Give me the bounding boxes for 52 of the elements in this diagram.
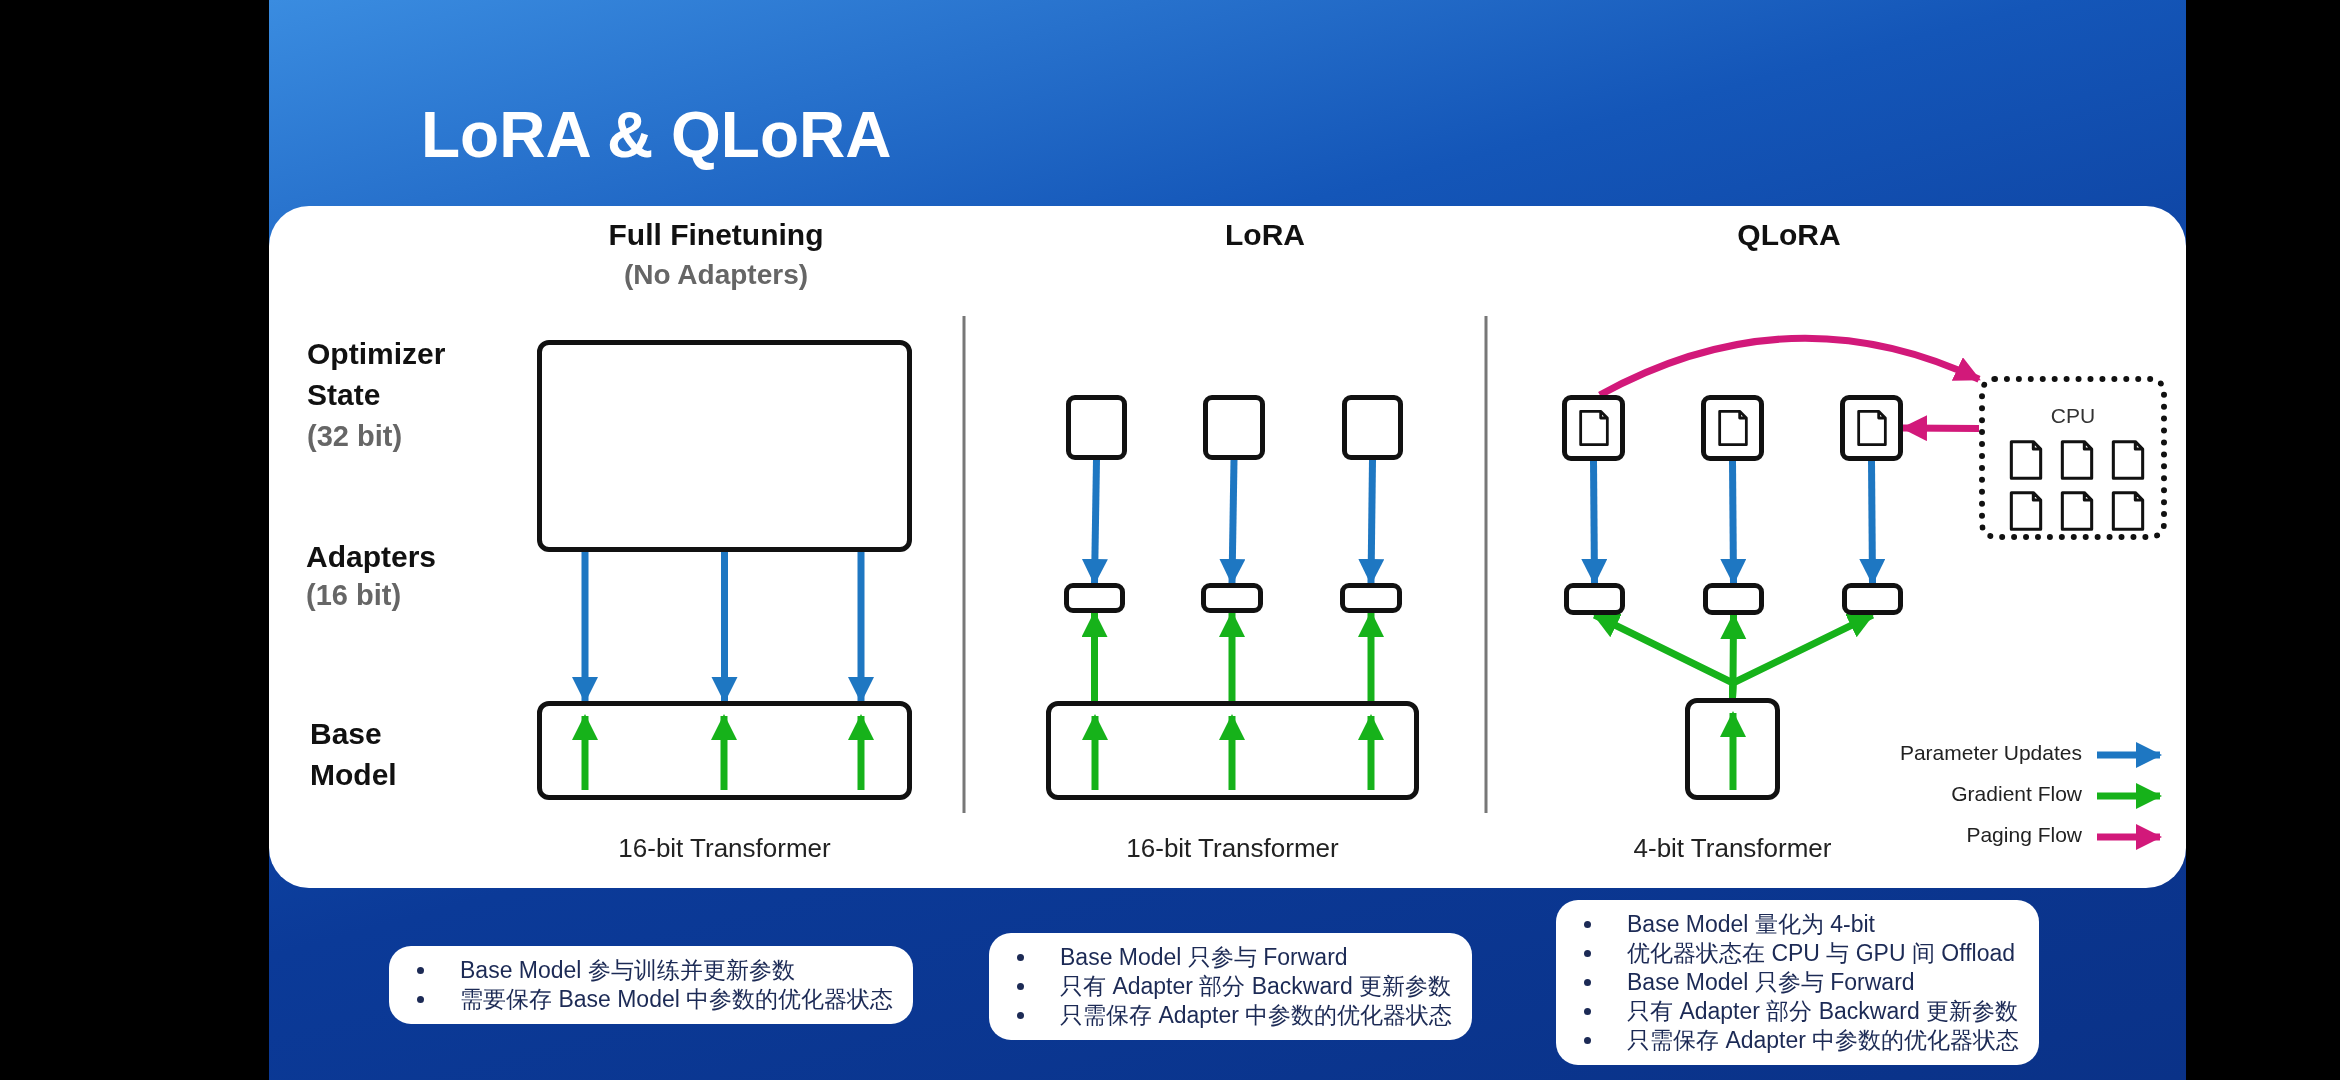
bullet-text: 只有 Adapter 部分 Backward 更新参数 [1627,997,2019,1026]
bullet-text: 只需保存 Adapter 中参数的优化器状态 [1627,1026,2020,1055]
optimizer-state-box [1701,395,1764,461]
column-heading: LoRA [1225,218,1305,251]
arrow [1358,459,1385,585]
note-card [989,933,1473,1040]
column-heading: QLoRA [1737,218,1841,251]
arrow [1081,459,1108,585]
note-card [389,946,914,1024]
optimizer-state-box [1840,395,1903,461]
optimizer-state-box [1066,395,1127,460]
bullet-text: 只有 Adapter 部分 Backward 更新参数 [1060,972,1452,1001]
cpu-memory-box [1979,376,2167,540]
adapter-box [1842,583,1903,615]
arrow [1581,460,1608,585]
bullet-text: Base Model 参与训练并更新参数 [460,956,795,985]
row-label: Optimizer State [307,337,446,411]
bullet-text: Base Model 只参与 Forward [1627,968,1915,997]
row-label: Base Model [310,717,397,791]
adapter-box [1564,583,1625,615]
column-heading: Full Finetuning [608,218,824,251]
adapter-box [1340,583,1402,613]
optimizer-state-box [537,340,912,552]
arrow [1859,460,1886,585]
caption-text: 16-bit Transformer [1126,833,1339,863]
row-label: Adapters [306,540,437,573]
arrow [1219,459,1246,585]
optimizer-state-box [1342,395,1403,460]
legend-text: Parameter Updates [1899,741,2082,765]
note-card [1556,900,2040,1065]
bullet-text: Base Model 只参与 Forward [1060,943,1348,972]
adapter-box [1201,583,1263,613]
row-sublabel: (32 bit) [307,420,403,452]
adapter-box [1064,583,1125,613]
arrow [1729,611,1875,699]
bullet-text: 优化器状态在 CPU 与 GPU 间 Offload [1627,939,2016,968]
arrow [1720,460,1747,585]
box-label: CPU [2049,404,2097,428]
column-subheading: (No Adapters) [623,259,809,290]
bullet-text: Base Model 量化为 4-bit [1627,910,1875,939]
bullet-text: 只需保存 Adapter 中参数的优化器状态 [1060,1001,1453,1030]
legend-text: Paging Flow [1966,823,2082,847]
bullet-text: 需要保存 Base Model 中参数的优化器状态 [460,985,894,1014]
slide-title: LoRA & QLoRA [421,98,892,172]
optimizer-state-box [1203,395,1265,460]
caption-text: 4-bit Transformer [1633,833,1832,863]
caption-text: 16-bit Transformer [618,833,831,863]
row-sublabel: (16 bit) [306,579,402,611]
adapter-box [1703,583,1764,615]
legend-text: Gradient Flow [1951,782,2082,806]
arrow [1901,415,1980,442]
optimizer-state-box [1562,395,1625,461]
